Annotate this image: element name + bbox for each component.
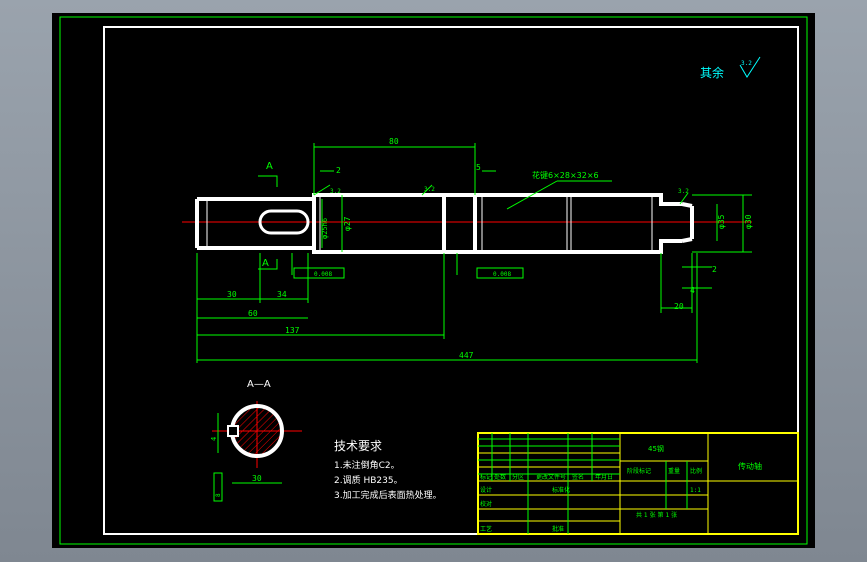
section-dims (213, 413, 282, 502)
spline-callout: 花键6×28×32×6 (532, 170, 599, 180)
tech-line-2: 2.调质 HB235。 (334, 474, 403, 486)
tb-sheets: 共 1 张 第 1 张 (636, 511, 677, 519)
dim-4-right: 4 (690, 286, 695, 295)
tb-std: 标准化 (552, 486, 570, 494)
dim-80: 80 (389, 137, 399, 146)
tolerance-left: 0.008 (314, 271, 332, 278)
tech-title: 技术要求 (334, 439, 382, 453)
dimension-lines (196, 143, 752, 363)
dimension-labels: 80 2 5 30 34 60 137 447 2 4 20 φ30 φ35 φ… (227, 137, 753, 360)
cad-viewport[interactable]: 其余 3.2 A A (52, 13, 815, 548)
inner-frame (103, 26, 799, 535)
keyway-slot (258, 209, 310, 235)
dim-dia-35: φ35 (717, 214, 726, 229)
section-dim-8: 8 (215, 493, 222, 497)
tb-scale: 1:1 (690, 487, 701, 494)
surface-finish-value: 3.2 (741, 60, 752, 67)
dim-30: 30 (227, 290, 237, 299)
drawing-canvas[interactable]: 其余 3.2 A A (52, 13, 815, 548)
section-arrows (258, 175, 278, 270)
tb-approve: 批准 (552, 525, 564, 533)
tb-sign: 签名 (572, 473, 584, 481)
surface-finish-label: 其余 (700, 65, 724, 80)
tb-count: 处数 (494, 473, 506, 481)
section-mark-top: A (266, 161, 273, 172)
tb-design: 设计 (480, 486, 492, 494)
dim-137: 137 (285, 326, 300, 335)
section-mark-bottom: A (262, 258, 269, 269)
section-view-title: A—A (247, 379, 271, 390)
tb-date: 年月日 (595, 473, 613, 481)
title-block: 标记 处数 分区 更改文件号 签名 年月日 设计 标准化 校对 工艺 批准 阶段… (477, 432, 799, 535)
dim-2-top: 2 (336, 166, 341, 175)
section-circle (230, 404, 284, 458)
shaft-outline (195, 193, 694, 254)
tb-zone: 分区 (512, 473, 524, 481)
tolerance-frame-left (293, 267, 345, 279)
dim-60: 60 (248, 309, 258, 318)
dim-dia-30: φ30 (744, 214, 753, 229)
tb-part-name: 传动轴 (738, 461, 762, 471)
dim-dia-left: φ25h6 (321, 218, 329, 239)
tolerance-frame-mid (476, 267, 524, 279)
tb-scale-h: 比例 (690, 467, 702, 475)
dim-dia-27: φ27 (343, 216, 352, 231)
tech-line-3: 3.加工完成后表面热处理。 (334, 489, 442, 501)
tb-doc: 更改文件号 (536, 473, 566, 481)
outer-frame (59, 16, 808, 545)
section-dim-4: 4 (210, 437, 218, 441)
dim-2-right: 2 (712, 265, 717, 274)
tb-weight: 重量 (668, 467, 680, 475)
roughness-3: 3.2 (678, 188, 689, 195)
roughness-2: 3.2 (424, 186, 435, 193)
dim-447: 447 (459, 351, 474, 360)
dim-5-top: 5 (476, 163, 481, 172)
dim-34: 34 (277, 290, 287, 299)
tolerance-mid: 0.008 (493, 271, 511, 278)
dim-20-right: 20 (674, 302, 684, 311)
tb-check: 校对 (480, 500, 492, 508)
roughness-symbol-icon (739, 56, 761, 78)
tb-material: 45钢 (648, 444, 664, 453)
section-key (227, 425, 239, 437)
section-dim-30: 30 (252, 474, 262, 483)
tech-line-1: 1.未注倒角C2。 (334, 459, 400, 471)
tb-process: 工艺 (480, 525, 492, 533)
roughness-1: 3.2 (330, 188, 341, 195)
tb-mark: 标记 (480, 473, 492, 481)
tb-stage: 阶段标记 (627, 467, 651, 475)
shaft-details (206, 195, 653, 252)
